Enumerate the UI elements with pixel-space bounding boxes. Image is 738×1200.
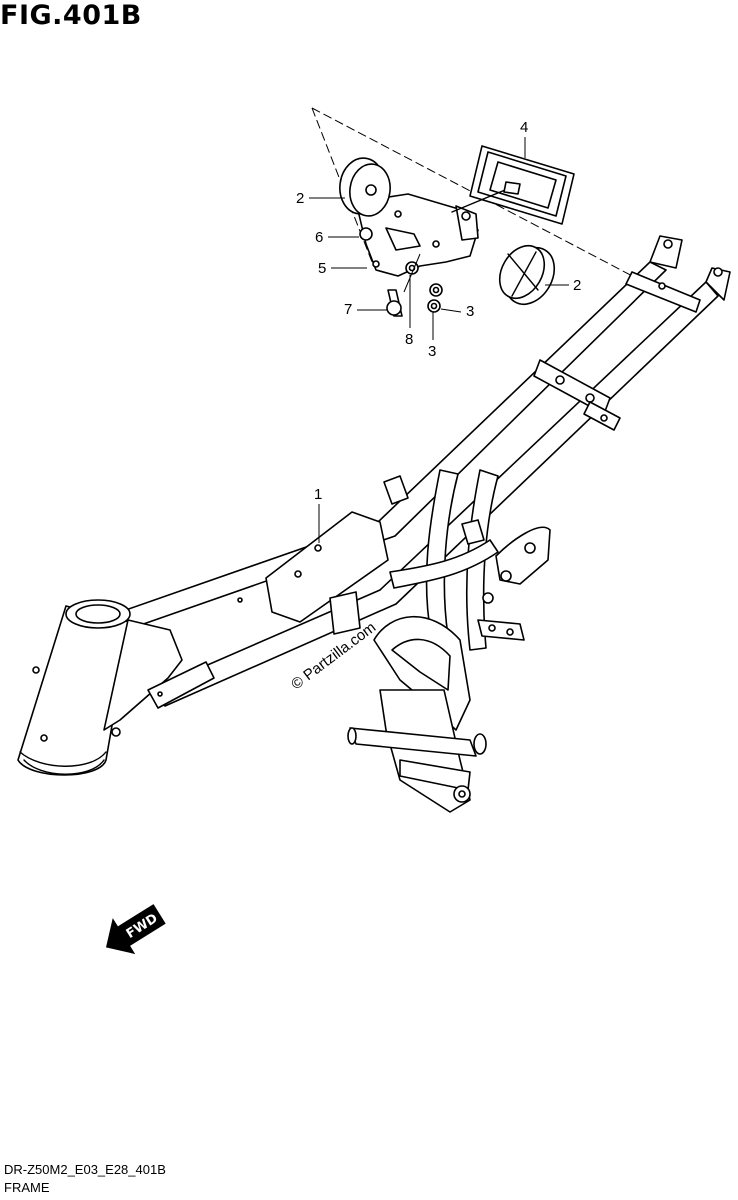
figure-title: FIG.401B (0, 0, 142, 31)
diagram-code: DR-Z50M2_E03_E28_401B (4, 1162, 166, 1177)
callout-3-right: 3 (466, 303, 474, 320)
callout-6: 6 (315, 229, 323, 246)
frame-assembly (17, 235, 731, 813)
reflector-right (498, 244, 556, 306)
callout-4: 4 (520, 119, 528, 136)
callout-3-bottom: 3 (428, 343, 436, 360)
hardware (359, 227, 443, 317)
plate-bracket (355, 193, 479, 277)
callouts: 1 2 2 3 3 4 5 6 7 8 (296, 119, 581, 543)
diagram-name: FRAME (4, 1180, 50, 1195)
callout-8: 8 (405, 331, 413, 348)
reflector-left (339, 157, 391, 217)
callout-1: 1 (314, 486, 322, 503)
callout-2-left: 2 (296, 190, 304, 207)
fwd-arrow-icon: FWD (105, 904, 166, 955)
callout-5: 5 (318, 260, 326, 277)
callout-7: 7 (344, 301, 352, 318)
rear-reflector (451, 145, 575, 225)
callout-2-right: 2 (573, 277, 581, 294)
